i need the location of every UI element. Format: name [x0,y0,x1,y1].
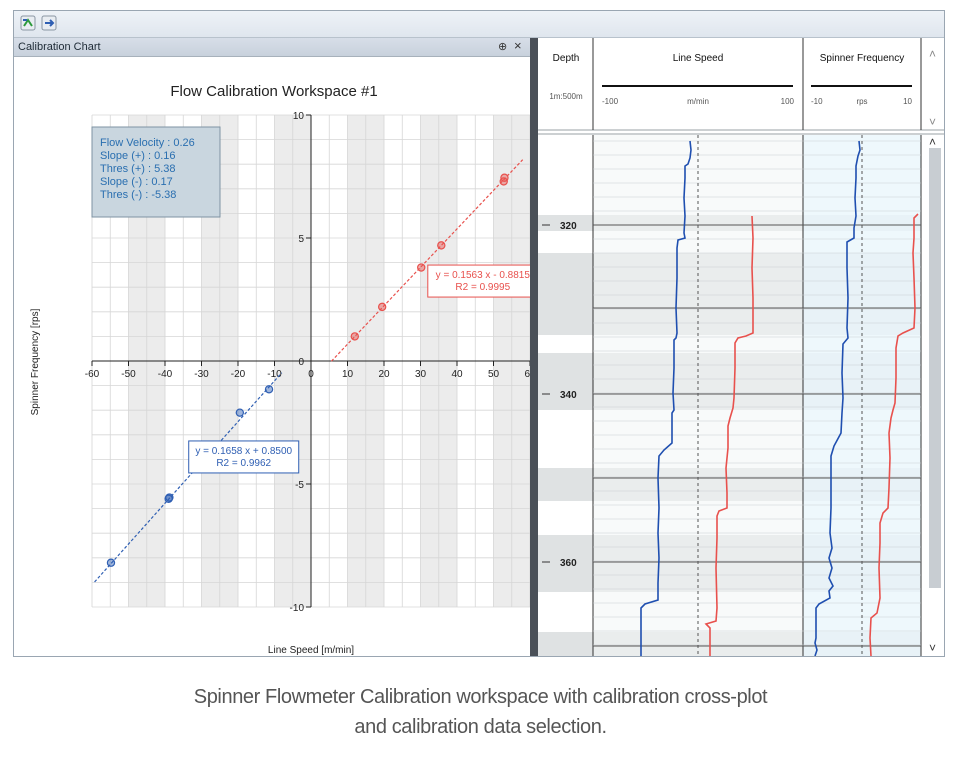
panel-title-bar: Calibration Chart ⊕ × [14,38,530,57]
log-track-view: Depth 1m:500m Line Speed -100 m/min 100 … [538,38,944,656]
x-tick-label: -40 [158,369,173,380]
spinner-max: 10 [903,97,912,106]
figure-caption: Spinner Flowmeter Calibration workspace … [0,682,961,742]
application-window: Calibration Chart ⊕ × -60-50-40-30-20-10… [13,10,945,657]
x-tick-label: 50 [488,369,500,380]
x-tick-label: -10 [267,369,282,380]
export-arrow-icon[interactable] [41,15,57,31]
x-tick-label: -30 [194,369,209,380]
spinner-min: -10 [811,97,823,106]
chart-title: Flow Calibration Workspace #1 [170,83,377,100]
x-tick-label: 0 [308,369,314,380]
data-point [235,408,245,417]
x-axis-label: Line Speed [m/min] [268,645,354,656]
x-tick-label: -50 [121,369,136,380]
header-scroll-up-icon[interactable]: ˄ [929,47,936,61]
fit-line [331,159,524,362]
equation-label: R2 = 0.9962 [216,458,271,469]
line-speed-curve-1 [640,140,692,656]
x-tick-label: 10 [342,369,354,380]
info-box-line: Thres (+) : 5.38 [100,163,176,175]
y-axis-label: Spinner Frequency [rps] [30,308,41,415]
header-scroll-down-icon[interactable]: ˅ [929,115,936,129]
panel-splitter[interactable] [530,38,538,656]
caption-line-2: and calibration data selection. [354,716,607,738]
y-tick-label: 5 [298,234,304,245]
data-point [417,263,426,272]
x-tick-label: 20 [378,369,390,380]
data-point [106,558,116,567]
info-box-line: Flow Velocity : 0.26 [100,137,195,149]
depth-column-header: Depth [553,53,580,64]
caption-line-1: Spinner Flowmeter Calibration workspace … [193,686,768,708]
data-point [377,302,387,312]
x-tick-label: 30 [415,369,427,380]
track-body[interactable]: 320 340 360 ˄ ˅ [538,135,941,656]
pin-icon[interactable]: ⊕ [498,41,508,53]
info-box-line: Thres (-) : -5.38 [100,189,176,201]
data-point [437,241,446,250]
calibration-chart-area: -60-50-40-30-20-1001020304050601050-5-10… [14,57,539,656]
equation-label: y = 0.1563 x - 0.8815 [436,270,530,281]
equation-label: y = 0.1658 x + 0.8500 [195,446,292,457]
line-speed-min: -100 [602,97,619,106]
y-tick-label: 0 [298,357,304,368]
y-tick-label: 10 [293,111,305,122]
spinner-frequency-header: Spinner Frequency [820,53,905,64]
line-speed-max: 100 [781,97,795,106]
data-point [350,332,359,341]
line-speed-unit: m/min [687,97,709,106]
depth-scale-label: 1m:500m [549,92,583,101]
x-tick-label: -60 [85,369,100,380]
toolbar [14,11,944,38]
data-point [264,385,274,394]
depth-label-320: 320 [560,221,577,232]
log-tracks: Depth 1m:500m Line Speed -100 m/min 100 … [538,38,944,656]
x-tick-label: 40 [451,369,463,380]
spinner-unit: rps [856,97,867,106]
info-box-line: Slope (-) : 0.17 [100,176,173,188]
info-box-line: Slope (+) : 0.16 [100,150,176,162]
refresh-calibration-icon[interactable] [20,15,36,31]
spinner-curve-1 [814,140,861,656]
track-scroll-up-icon[interactable]: ˄ [929,135,936,149]
data-point [500,173,509,182]
panel-title: Calibration Chart [18,41,101,53]
y-tick-label: -10 [290,603,305,614]
fit-line [94,372,283,583]
equation-box [188,440,300,474]
line-speed-curve-2 [704,215,754,656]
data-point [164,494,173,503]
y-tick-label: -5 [295,480,304,491]
equation-label: R2 = 0.9995 [455,282,510,293]
depth-label-340: 340 [560,390,577,401]
x-tick-label: -20 [231,369,246,380]
calibration-chart[interactable]: -60-50-40-30-20-1001020304050601050-5-10… [14,57,539,656]
close-icon[interactable]: × [514,38,522,53]
info-box [91,126,221,218]
line-speed-header: Line Speed [673,53,724,64]
track-scroll-down-icon[interactable]: ˅ [929,641,936,655]
spinner-curve-2 [869,213,919,656]
depth-label-360: 360 [560,558,577,569]
